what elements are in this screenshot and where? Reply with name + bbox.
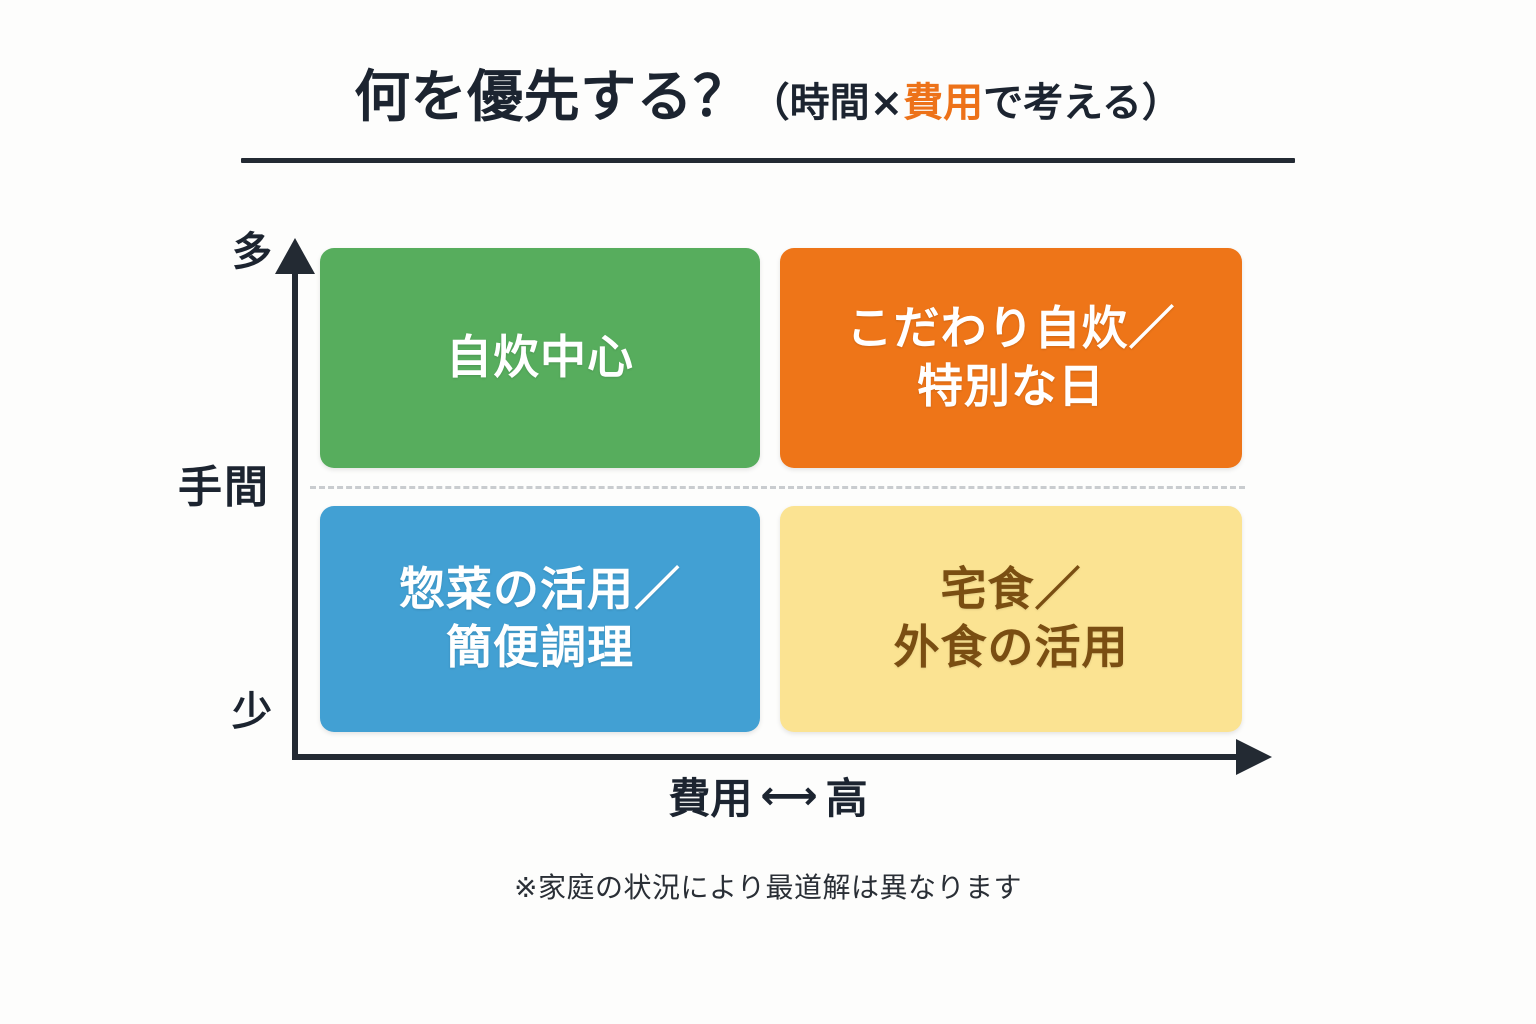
y-axis-label-low: 少 [232,689,272,735]
double-arrow-icon: ⟷ [760,773,818,819]
quadrant-top-left-label: 自炊中心 [446,330,634,385]
quadrant-top-left[interactable]: 自炊中心 [320,248,760,468]
quadrant-bottom-right-label: 宅食／ 外食の活用 [893,562,1129,674]
x-axis-label-right: 高 [825,774,868,823]
x-axis-title: 費用⟷高 [0,773,1536,820]
quadrant-top-right[interactable]: こだわり自炊／ 特別な日 [780,248,1242,468]
title-accent-text: 費用 [903,80,984,126]
y-axis-arrowhead-icon [275,238,315,274]
quadrant-mid-divider [310,486,1245,489]
y-axis-label-high: 多 [232,229,272,275]
title-sub-close: で考える） [983,80,1182,126]
y-axis-title: 手間 [178,462,270,513]
quadrant-bottom-left[interactable]: 惣菜の活用／ 簡便調理 [320,506,760,732]
x-axis-label-left: 費用 [668,774,753,823]
title-line: 何を優先する？（時間×費用で考える） [0,70,1536,126]
x-axis-line [292,754,1244,760]
x-axis-arrowhead-icon [1236,739,1272,775]
quadrant-bottom-right[interactable]: 宅食／ 外食の活用 [780,506,1242,732]
quadrant-bottom-left-label: 惣菜の活用／ 簡便調理 [399,562,681,674]
footnote-text: ※家庭の状況により最道解は異なります [514,871,1022,904]
page-title: 何を優先する？（時間×費用で考える） [0,70,1536,126]
quadrant-top-right-label: こだわり自炊／ 特別な日 [846,301,1176,413]
title-sub-open: （時間× [749,80,904,126]
title-underline-divider [241,158,1295,163]
title-main-text: 何を優先する？ [354,65,750,130]
y-axis-line [292,268,298,760]
